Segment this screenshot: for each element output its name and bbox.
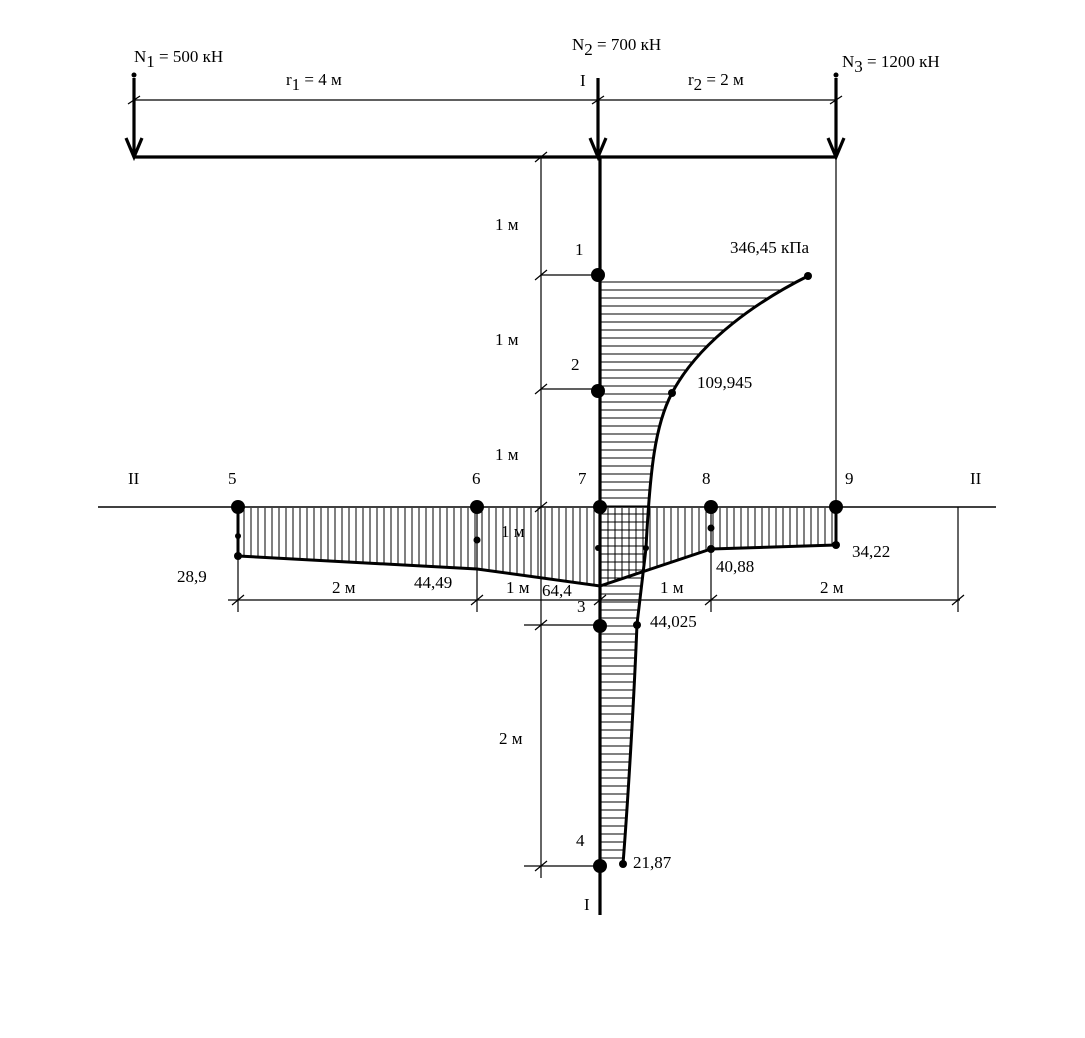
stress-value-p7: 64,4: [542, 581, 572, 600]
vertical-stress-hatching: [601, 281, 797, 859]
stress-value-p6: 44,49: [414, 573, 452, 592]
point-label-6: 6: [472, 469, 481, 488]
depth-label-1: 1 м: [495, 215, 519, 234]
calculation-points: [231, 268, 843, 873]
depth-ticks: [524, 151, 598, 872]
stress-value-p8: 40,88: [716, 557, 754, 576]
horizontal-label-2: 1 м: [506, 578, 530, 597]
stress-value-p1: 346,45 кПа: [730, 238, 810, 257]
stress-value-dots: [234, 272, 840, 868]
section-label-i-bottom: I: [584, 895, 590, 914]
horizontal-label-3: 1 м: [660, 578, 684, 597]
horizontal-stress-hatching: [243, 508, 833, 586]
load-arrow-n2: [588, 78, 608, 162]
point-label-3: 3: [577, 597, 586, 616]
distance-label-r2: r2 = 2 м: [688, 70, 744, 94]
point-label-7: 7: [578, 469, 587, 488]
depth-label-5: 2 м: [499, 729, 523, 748]
stress-value-p3: 44,025: [650, 612, 697, 631]
load-label-n1: N1 = 500 кН: [134, 47, 223, 71]
depth-label-4: 1 м: [501, 522, 525, 541]
point-label-1: 1: [575, 240, 584, 259]
horizontal-stress-curve: [237, 543, 837, 588]
horizontal-label-4: 2 м: [820, 578, 844, 597]
stress-value-p4: 21,87: [633, 853, 672, 872]
load-arrow-n3: [826, 72, 846, 162]
point-label-2: 2: [571, 355, 580, 374]
section-label-ii-left: II: [128, 469, 140, 488]
load-arrow-n1: [124, 72, 144, 162]
point-label-5: 5: [228, 469, 237, 488]
horizontal-label-1: 2 м: [332, 578, 356, 597]
point-label-8: 8: [702, 469, 711, 488]
section-label-i-top: I: [580, 71, 586, 90]
depth-label-3: 1 м: [495, 445, 519, 464]
depth-label-2: 1 м: [495, 330, 519, 349]
stress-value-p2: 109,945: [697, 373, 752, 392]
distance-label-r1: r1 = 4 м: [286, 70, 342, 94]
stress-value-p5: 28,9: [177, 567, 207, 586]
section-label-ii-right: II: [970, 469, 982, 488]
stress-value-p9: 34,22: [852, 542, 890, 561]
load-label-n2: N2 = 700 кН: [572, 35, 661, 59]
point-label-4: 4: [576, 831, 585, 850]
point-label-9: 9: [845, 469, 854, 488]
load-label-n3: N3 = 1200 кН: [842, 52, 940, 76]
